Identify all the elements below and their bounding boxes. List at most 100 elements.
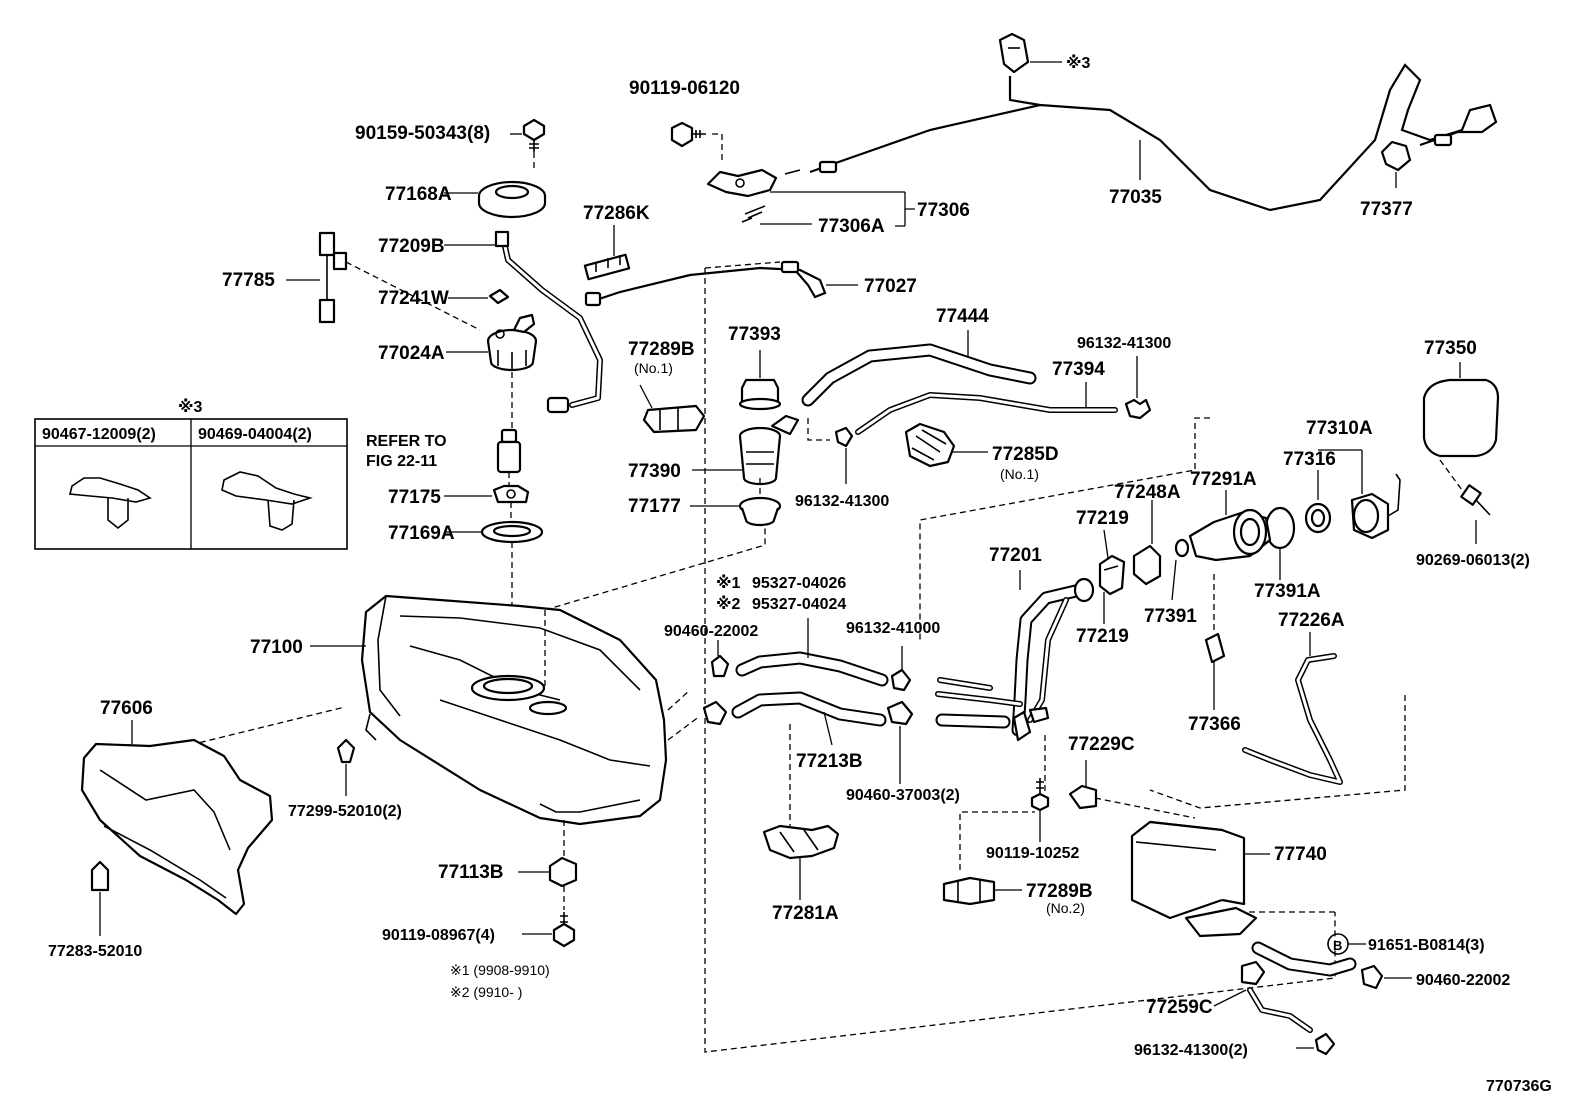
label-77035: 77035 [1109, 187, 1162, 208]
label-95327-04026: 95327-04026 [752, 575, 846, 592]
inset-clip-table: ※3 90467-12009(2) 90469-04004(2) [34, 398, 348, 550]
label-77209B: 77209B [378, 236, 445, 257]
clamp-96132-41300-b [834, 426, 854, 484]
label-77393: 77393 [728, 324, 781, 345]
label-77219-b: 77219 [1076, 626, 1129, 647]
clamp-90460-22002-b [1360, 964, 1412, 990]
sender-gauge-77785 [318, 231, 481, 331]
label-77289B-no2: 77289B [1026, 881, 1093, 902]
label-77226A: 77226A [1278, 610, 1345, 631]
gasket-77391A [1264, 506, 1296, 550]
inset-col2-label: 90469-04004(2) [198, 426, 312, 443]
clamp-96132-41300-a [1124, 356, 1152, 420]
label-96132-41300-a: 96132-41300 [1077, 335, 1171, 352]
bracket-77366 [1204, 574, 1226, 710]
part-labels: 90119-06120 90159-50343(8) 77168A 77286K… [48, 54, 1552, 1095]
label-77394: 77394 [1052, 359, 1105, 380]
label-77306: 77306 [917, 200, 970, 221]
label-90460-22002-b: 90460-22002 [1416, 972, 1510, 989]
wire-77027 [584, 260, 827, 307]
dashed-boundary-lines [189, 261, 1406, 1053]
clamp-77286K [583, 225, 631, 281]
label-77306A: 77306A [818, 216, 885, 237]
label-77113B: 77113B [438, 862, 504, 883]
label-77027: 77027 [864, 276, 917, 297]
protector-77285D [904, 422, 956, 468]
label-77248A: 77248A [1114, 482, 1181, 503]
cap-77393 [738, 350, 782, 411]
fuel-pump-filter [496, 428, 522, 490]
label-mark1: ※1 [716, 574, 741, 592]
clamp-77289B-no1 [639, 384, 706, 434]
label-91651-B0814: 91651-B0814(3) [1368, 937, 1485, 954]
hose-77394 [807, 392, 1118, 441]
label-77286K: 77286K [583, 203, 650, 224]
bolt-90159-50343 [522, 118, 546, 172]
label-77024A: 77024A [378, 343, 445, 364]
label-95327-04024: 95327-04024 [752, 596, 846, 613]
bolt-90119-06120 [670, 121, 723, 160]
label-90119-06120: 90119-06120 [629, 78, 740, 99]
label-90460-37003: 90460-37003(2) [846, 787, 960, 804]
fuel-cap-77310A [1304, 449, 1401, 540]
hose-95327 [735, 618, 889, 687]
label-note3: ※3 [1066, 54, 1091, 72]
retainer-ring-77168A [477, 180, 547, 219]
label-96132-41300-b: 96132-41300 [795, 493, 889, 510]
clip-77283-52010 [90, 860, 110, 936]
hose-77213B [731, 691, 887, 746]
label-77219-a: 77219 [1076, 508, 1129, 529]
label-77606: 77606 [100, 698, 153, 719]
tube-77390 [738, 414, 800, 494]
label-90460-22002-a: 90460-22002 [664, 623, 758, 640]
label-90119-08967: 90119-08967(4) [382, 927, 495, 944]
label-77285D: 77285D [992, 444, 1059, 465]
label-77299-52010: 77299-52010(2) [288, 803, 402, 820]
label-77350: 77350 [1424, 338, 1477, 359]
clamp-90460-37003 [886, 700, 914, 784]
grommet-77377 [1380, 140, 1412, 188]
label-77201: 77201 [989, 545, 1042, 566]
screw-90269-06013 [1460, 484, 1491, 544]
label-77390: 77390 [628, 461, 681, 482]
label-77289B-no1: 77289B [628, 339, 695, 360]
clip-77113B [518, 820, 578, 910]
hose-77259C [1240, 960, 1336, 1056]
fuel-lid-77350 [1422, 362, 1500, 491]
clip-77299-52010 [336, 738, 356, 796]
label-77366: 77366 [1188, 714, 1241, 735]
clamp-96132-41000 [890, 646, 912, 692]
canister-77740 [1130, 820, 1357, 977]
fuel-tank-77100 [310, 594, 701, 826]
label-77391A: 77391A [1254, 581, 1321, 602]
label-77283-52010: 77283-52010 [48, 943, 142, 960]
label-77175: 77175 [388, 487, 441, 508]
circle-b-label: B [1333, 938, 1342, 953]
label-77241W: 77241W [378, 288, 449, 309]
label-90159-50343: 90159-50343(8) [355, 123, 490, 144]
circle-b-marker: B [1327, 933, 1366, 955]
clamp-90460-22002-a [702, 640, 730, 726]
label-mark2: ※2 [716, 595, 741, 613]
diagram-id: 770736G [1486, 1078, 1552, 1095]
grommet-77177 [738, 496, 782, 527]
label-77259C: 77259C [1146, 997, 1213, 1018]
label-refer-to: REFER TO [366, 433, 447, 450]
label-77310A: 77310A [1306, 418, 1373, 439]
label-77289B-no1-note: (No.1) [634, 360, 673, 376]
label-77281A: 77281A [772, 903, 839, 924]
label-77444: 77444 [936, 306, 989, 327]
label-77169A: 77169A [388, 523, 455, 544]
fuel-line-77209B [494, 230, 603, 414]
label-77291A: 77291A [1190, 469, 1257, 490]
pump-bracket-77024A [486, 313, 538, 430]
label-90119-10252: 90119-10252 [986, 845, 1080, 862]
label-77100: 77100 [250, 637, 303, 658]
cushion-77175 [492, 484, 530, 522]
bolt-90119-10252 [1030, 778, 1050, 842]
gasket-77241W [488, 288, 510, 305]
label-77740: 77740 [1274, 844, 1327, 865]
label-77177: 77177 [628, 496, 681, 517]
label-refer-fig: FIG 22-11 [366, 453, 437, 470]
